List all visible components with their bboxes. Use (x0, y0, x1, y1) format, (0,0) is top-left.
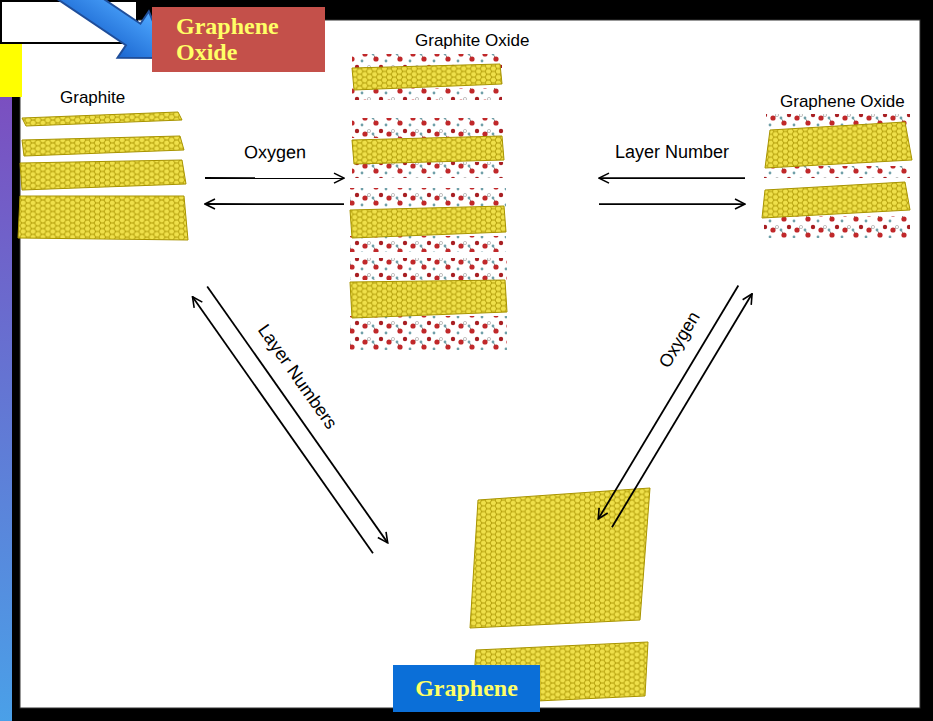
figure-heading: Graphene Oxide (780, 92, 905, 112)
oxygen-groups (350, 236, 506, 252)
graphene-illustration (470, 488, 650, 704)
carbon-layer (350, 280, 507, 318)
carbon-layer (22, 136, 184, 156)
side-strip (0, 95, 12, 721)
graphite-illustration (18, 112, 188, 240)
reaction-arrow (205, 177, 344, 179)
graphene-oxide-illustration (762, 114, 912, 238)
graphite-figure: Graphite (20, 88, 190, 245)
panel (20, 20, 920, 708)
yellow-strip (0, 42, 22, 97)
reaction-arrow (612, 294, 752, 528)
reaction-arrow (205, 203, 344, 205)
carbon-layer (765, 122, 912, 168)
graphite-oxide-figure: Graphite Oxide (350, 28, 534, 365)
reaction-arrow (192, 297, 372, 553)
carbon-layer (350, 206, 506, 238)
edge-label: Layer Number (612, 142, 732, 164)
graphene-sheet (472, 642, 648, 704)
edge-label: Oxygen (653, 305, 707, 374)
oxygen-groups (350, 258, 507, 280)
oxygen-groups (352, 118, 504, 138)
carbon-layer (20, 160, 186, 190)
figure-heading: Graphite (60, 88, 125, 108)
reaction-arrow (598, 285, 738, 519)
edge-label: Layer Numbers (251, 318, 343, 436)
oxygen-groups (764, 166, 910, 178)
reaction-arrow (207, 286, 387, 542)
oxygen-groups (764, 216, 910, 238)
graphene-oxide-figure: Graphene Oxide (755, 90, 915, 245)
carbon-layer (762, 182, 910, 218)
pointer-arrow-shape (40, 0, 183, 81)
oxygen-groups (350, 316, 507, 350)
caption-label: Graphene (393, 665, 540, 712)
reaction-arrow (599, 177, 745, 179)
figure-heading: Graphite Oxide (415, 31, 529, 51)
highlight-box: Graphene Oxide (152, 7, 325, 72)
edge-label: Oxygen (240, 142, 308, 164)
carbon-layer (18, 196, 188, 240)
carbon-layer (22, 112, 182, 126)
graphite-oxide-illustration (350, 54, 507, 350)
graphene-figure: Graphene (393, 530, 660, 712)
carbon-layer (352, 64, 502, 90)
oxygen-groups (350, 188, 506, 208)
box-label: Graphene Oxide (176, 13, 315, 66)
oxygen-groups (352, 162, 504, 178)
oxygen-groups (352, 88, 502, 100)
pointer-arrow (40, 0, 183, 81)
carbon-layer (352, 136, 504, 164)
reaction-arrow (599, 203, 745, 205)
